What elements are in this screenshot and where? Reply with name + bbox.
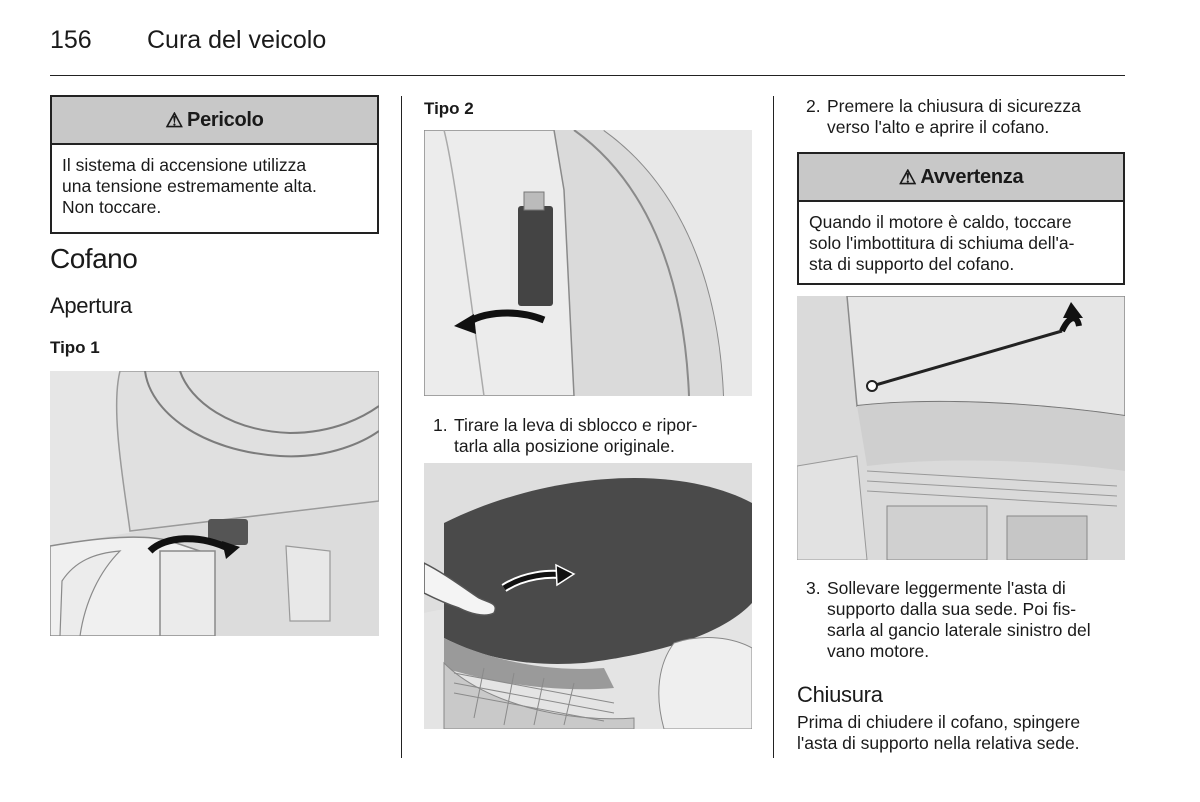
step-text: Tirare la leva di sblocco e ripor- tarla…: [454, 415, 697, 457]
step-text: Sollevare leggermente l'asta di supporto…: [827, 578, 1091, 662]
type1-label: Tipo 1: [50, 338, 100, 357]
warning-triangle-icon: ⚠: [898, 166, 917, 189]
type1-lever-illustration: [50, 371, 379, 636]
step-line: tarla alla posizione originale.: [454, 436, 675, 456]
warning-box-text: Quando il motore è caldo, toccare solo l…: [799, 202, 1123, 285]
hood-latch-illustration: [424, 463, 752, 729]
step-line: sarla al gancio laterale sinistro del: [827, 620, 1091, 640]
step-line: Sollevare leggermente l'asta di: [827, 578, 1066, 598]
warning-triangle-icon: ⚠: [165, 109, 184, 132]
danger-line: Il sistema di accensione utilizza: [62, 155, 307, 175]
step-number: 3.: [806, 578, 821, 598]
subsection-title: Apertura: [50, 293, 132, 318]
step-line: vano motore.: [827, 641, 930, 661]
warning-box-header: ⚠ Avvertenza: [799, 154, 1123, 202]
warning-line: Quando il motore è caldo, toccare: [809, 212, 1072, 232]
step-text: Premere la chiusura di sicurezza verso l…: [827, 96, 1081, 138]
header-divider: [50, 75, 1125, 76]
section-title: Cofano: [50, 243, 138, 274]
step-3: 3. Sollevare leggermente l'asta di suppo…: [806, 578, 1126, 666]
column-divider-right: [773, 96, 774, 758]
danger-line: Non toccare.: [62, 197, 162, 217]
type2-label: Tipo 2: [424, 99, 474, 118]
closing-text: Prima di chiudere il cofano, spingere l'…: [797, 712, 1127, 754]
danger-box: ⚠ Pericolo Il sistema di accensione util…: [50, 95, 379, 234]
step-1: 1. Tirare la leva di sblocco e ripor- ta…: [433, 415, 753, 459]
warning-box: ⚠ Avvertenza Quando il motore è caldo, t…: [797, 152, 1125, 285]
page-title: Cura del veicolo: [147, 26, 327, 54]
step-line: verso l'alto e aprire il cofano.: [827, 117, 1050, 137]
warning-line: solo l'imbottitura di schiuma dell'a-: [809, 233, 1075, 253]
warning-box-title: Avvertenza: [920, 165, 1024, 188]
closing-title: Chiusura: [797, 682, 883, 707]
hood-support-rod-illustration: [797, 296, 1125, 560]
danger-box-text: Il sistema di accensione utilizza una te…: [52, 145, 377, 228]
type2-lever-illustration: [424, 130, 752, 396]
step-number: 1.: [433, 415, 448, 435]
danger-line: una tensione estremamente alta.: [62, 176, 317, 196]
step-line: Tirare la leva di sblocco e ripor-: [454, 415, 698, 435]
danger-box-header: ⚠ Pericolo: [52, 97, 377, 145]
danger-box-title: Pericolo: [187, 108, 264, 131]
page-number: 156: [50, 26, 92, 54]
step-line: Premere la chiusura di sicurezza: [827, 96, 1081, 116]
column-divider-left: [401, 96, 402, 758]
step-number: 2.: [806, 96, 821, 116]
step-line: supporto dalla sua sede. Poi fis-: [827, 599, 1077, 619]
closing-line: Prima di chiudere il cofano, spingere: [797, 712, 1081, 732]
step-2: 2. Premere la chiusura di sicurezza vers…: [806, 96, 1126, 140]
warning-line: sta di supporto del cofano.: [809, 254, 1015, 274]
closing-line: l'asta di supporto nella relativa sede.: [797, 733, 1080, 753]
